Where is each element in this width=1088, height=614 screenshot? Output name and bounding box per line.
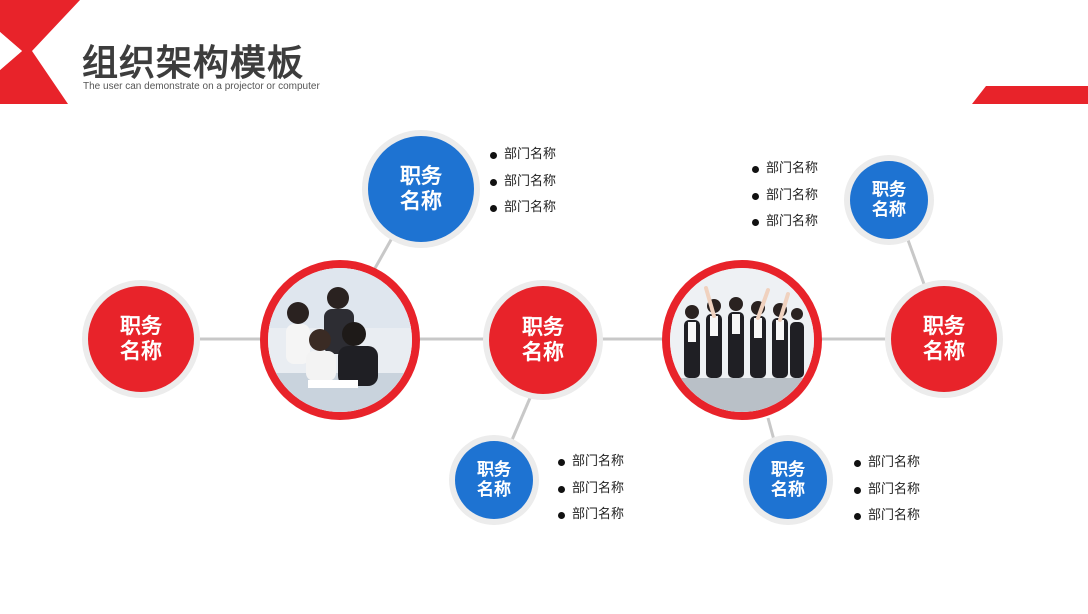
list-item: 部门名称 — [752, 156, 818, 183]
node-top-right-blue: 职务 名称 — [850, 161, 928, 239]
corner-chevron-decoration — [0, 0, 80, 104]
list-item: 部门名称 — [854, 477, 920, 504]
list-item: 部门名称 — [490, 195, 556, 222]
node-left-red-label: 职务 名称 — [120, 313, 162, 363]
node-right-red-label: 职务 名称 — [923, 313, 965, 363]
node-bottom-blue-left-label: 职务 名称 — [477, 459, 511, 500]
list-item: 部门名称 — [558, 449, 624, 476]
node-top-blue: 职务 名称 — [368, 136, 474, 242]
list-item: 部门名称 — [752, 209, 818, 236]
node-left-red: 职务 名称 — [88, 286, 194, 392]
list-item: 部门名称 — [854, 450, 920, 477]
dept-list-top-right: 部门名称 部门名称 部门名称 — [752, 156, 818, 236]
page-subtitle: The user can demonstrate on a projector … — [83, 81, 320, 92]
dept-list-top-center: 部门名称 部门名称 部门名称 — [490, 142, 556, 222]
office-team-photo — [260, 260, 420, 420]
office-team-photo-illustration — [268, 268, 412, 412]
cheering-team-photo-illustration — [670, 268, 814, 412]
node-bottom-blue-right-label: 职务 名称 — [771, 459, 805, 500]
list-item: 部门名称 — [558, 502, 624, 529]
node-center-red: 职务 名称 — [489, 286, 597, 394]
list-item: 部门名称 — [752, 183, 818, 210]
cheering-team-photo — [662, 260, 822, 420]
node-top-blue-label: 职务 名称 — [400, 163, 442, 213]
node-center-red-label: 职务 名称 — [522, 314, 564, 364]
list-item: 部门名称 — [490, 142, 556, 169]
node-top-right-blue-label: 职务 名称 — [872, 179, 906, 220]
page-title: 组织架构模板 — [82, 43, 305, 84]
dept-list-bottom-left: 部门名称 部门名称 部门名称 — [558, 449, 624, 529]
list-item: 部门名称 — [558, 476, 624, 503]
node-bottom-blue-left: 职务 名称 — [455, 441, 533, 519]
node-right-red: 职务 名称 — [891, 286, 997, 392]
corner-stripe-decoration — [972, 86, 1088, 104]
list-item: 部门名称 — [490, 169, 556, 196]
list-item: 部门名称 — [854, 503, 920, 530]
node-bottom-blue-right: 职务 名称 — [749, 441, 827, 519]
dept-list-bottom-right: 部门名称 部门名称 部门名称 — [854, 450, 920, 530]
